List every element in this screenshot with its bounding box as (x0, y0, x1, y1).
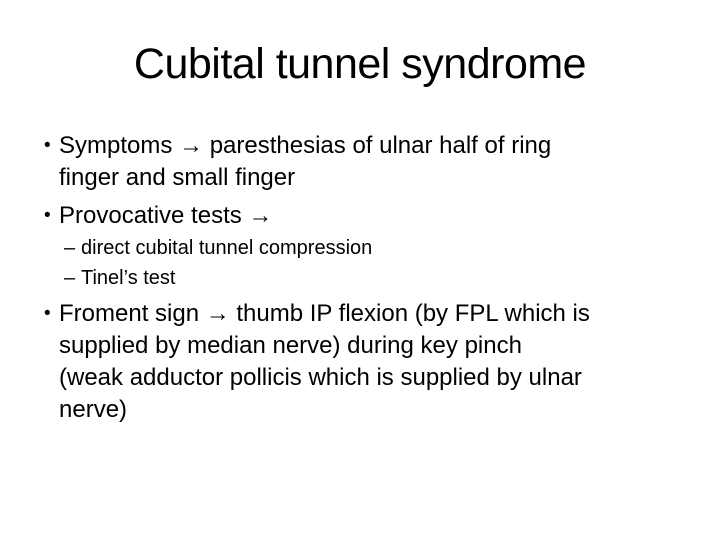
bullet-dot-marker: • (44, 135, 51, 156)
slide-title: Cubital tunnel syndrome (133, 40, 587, 88)
text-line: Froment sign → thumb IP flexion (by FPL … (59, 300, 590, 327)
text-line: supplied by median nerve) during key pin… (59, 332, 522, 359)
text-line: finger and small finger (59, 164, 296, 191)
bullet-item: • Symptoms → paresthesias of ulnar half o… (44, 130, 694, 194)
bullet-text: Symptoms → paresthesias of ulnar half of… (59, 130, 694, 194)
bullet-text: Provocative tests → (59, 200, 694, 232)
bullet-item: –Tinel’s test (44, 265, 694, 292)
bullet-text: Tinel’s test (81, 265, 694, 292)
text-line: Symptoms → paresthesias of ulnar half of… (59, 132, 552, 159)
bullet-item: • Froment sign → thumb IP flexion (by FPL… (44, 298, 694, 426)
bullet-text: direct cubital tunnel compression (81, 235, 694, 262)
bullet-list: • Symptoms → paresthesias of ulnar half o… (44, 130, 694, 426)
dash-marker: – (64, 267, 76, 289)
bullet-dot-marker: • (44, 205, 51, 226)
bullet-item: • Provocative tests → (44, 200, 694, 232)
text-line: direct cubital tunnel compression (81, 237, 373, 259)
text-line: (weak adductor pollicis which is supplie… (59, 364, 582, 391)
text-line: Tinel’s test (81, 267, 176, 289)
bullet-text: Froment sign → thumb IP flexion (by FPL … (59, 298, 694, 426)
bullet-item: –direct cubital tunnel compression (44, 235, 694, 262)
bullet-dot-marker: • (44, 303, 51, 324)
text-line: Provocative tests → (59, 202, 273, 229)
dash-marker: – (64, 237, 76, 259)
text-line: nerve) (59, 396, 128, 423)
